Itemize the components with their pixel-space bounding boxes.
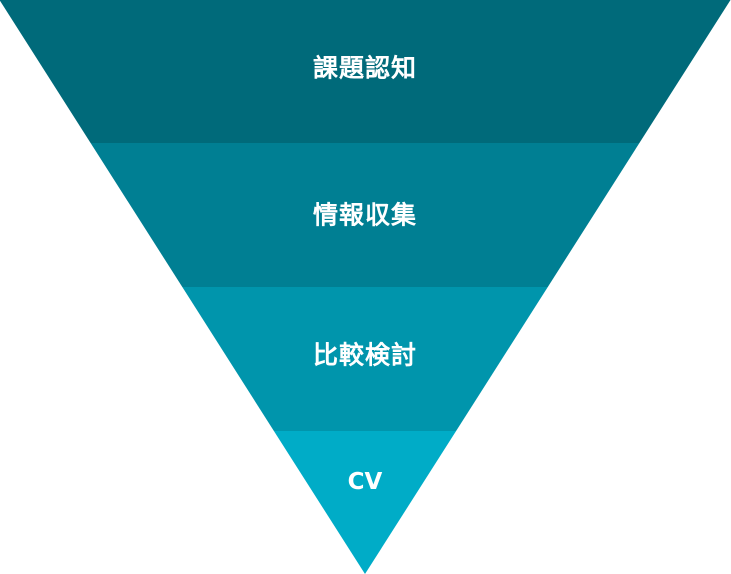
funnel-band-information-gathering (90, 143, 640, 287)
stage-label-comparison: 比較検討 (313, 341, 417, 370)
funnel-stage-comparison: 比較検討 (182, 287, 548, 431)
stage-label-awareness: 課題認知 (313, 54, 417, 83)
funnel-band-conversion (273, 431, 457, 574)
stage-label-conversion: CV (348, 469, 383, 495)
funnel-stage-awareness: 課題認知 (0, 0, 731, 143)
funnel-band-comparison (182, 287, 548, 431)
funnel-stage-conversion: CV (273, 431, 457, 574)
stage-label-information-gathering: 情報収集 (313, 201, 417, 230)
funnel-band-awareness (0, 0, 731, 143)
funnel-stage-information-gathering: 情報収集 (90, 143, 640, 287)
